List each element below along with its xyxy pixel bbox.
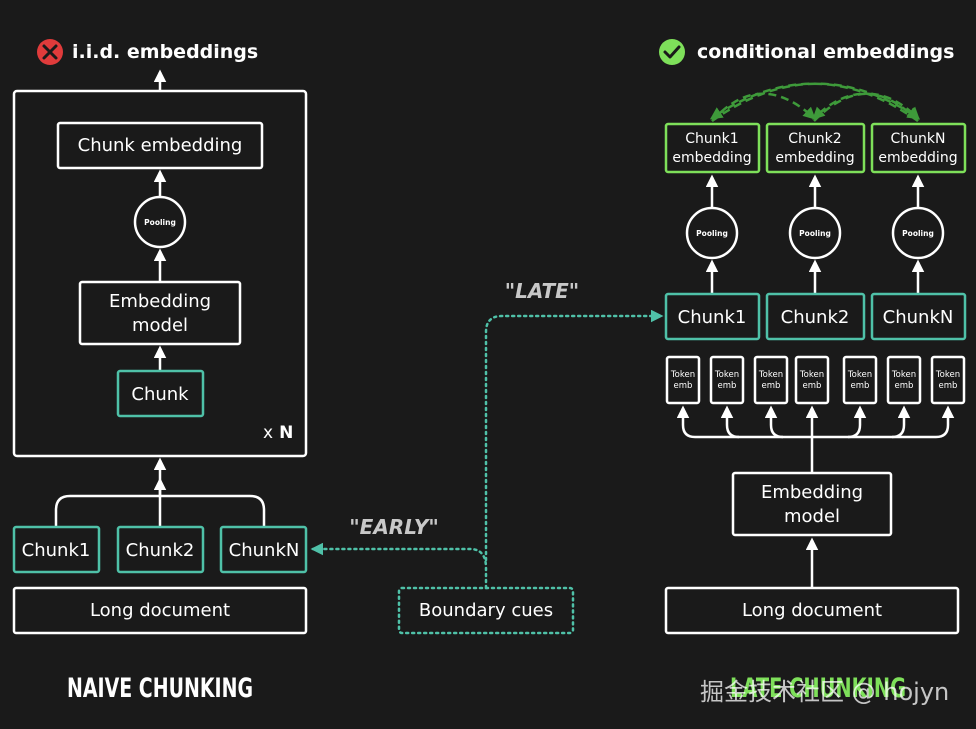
token-emb-label: Token [758,370,783,380]
token-emb-label: emb [939,381,958,391]
late-label: "LATE" [505,279,579,303]
boundary-cues-label: Boundary cues [419,600,553,621]
early-label: "EARLY" [349,515,439,539]
right-chunk-n: ChunkN [870,292,967,341]
watermark: 掘金技术社区 @ hojyn [700,678,949,706]
embedding-model-box: Embedding model [78,280,242,346]
left-caption: NAIVE CHUNKING [67,673,253,704]
conditional-arcs [709,82,921,123]
x-circle-icon [37,39,63,65]
token-emb-label: Token [714,370,739,380]
chunk-label: Chunk [131,384,189,405]
left-header-text: i.i.d. embeddings [72,41,258,63]
token-branch-arrow [891,405,911,439]
right-chunk-n-label: ChunkN [883,307,954,328]
right-chunk-embedding-1-line2: embedding [672,150,751,166]
chunk-embedding-box: Chunk embedding [56,121,264,170]
token-branch-arrow [676,405,696,439]
right-chunk-embedding-2: Chunk2 embedding [765,122,866,174]
right-pooling-n: Pooling [891,206,945,260]
right-chunk-embedding-1-line1: Chunk1 [685,131,738,147]
right-pooling-2-label: Pooling [799,229,831,238]
right-chunk-embedding-n-line2: embedding [878,150,957,166]
right-pooling-1-label: Pooling [696,229,728,238]
left-header: i.i.d. embeddings [37,39,258,65]
token-emb-label: Token [891,370,916,380]
embedding-model-line1: Embedding [109,291,211,312]
chunk-embedding-label: Chunk embedding [78,135,243,156]
token-emb-label: emb [762,381,781,391]
token-branch-arrow [847,405,867,439]
right-pooling-1: Pooling [685,206,739,260]
right-chunk-2-label: Chunk2 [781,307,850,328]
check-circle-icon [659,39,685,65]
left-chunk-n: ChunkN [219,525,308,574]
right-embedding-model-line2: model [784,506,840,527]
right-pooling-arrows [705,174,925,208]
pooling-label: Pooling [144,218,176,227]
token-emb-label: emb [803,381,822,391]
embedding-model-line2: model [132,315,188,336]
left-chunk-2-label: Chunk2 [126,540,195,561]
token-branch-arrow [720,405,740,439]
token-emb-label: Token [799,370,824,380]
token-emb-label: emb [895,381,914,391]
left-chunk-n-label: ChunkN [229,540,300,561]
token-emb-label: Token [935,370,960,380]
token-branch-arrow [764,405,784,439]
right-long-document: Long document [664,586,960,635]
pooling-node: Pooling [133,195,187,249]
token-branch-arrow [935,405,955,439]
right-chunk-2: Chunk2 [765,292,866,341]
right-pooling-2: Pooling [788,206,842,260]
token-emb-label: Token [847,370,872,380]
right-embedding-model-box: Embedding model [731,471,893,537]
token-emb-label: emb [851,381,870,391]
right-caption: LATE CHUNKING [730,673,906,704]
repeat-container [12,89,308,458]
right-chunk-1-label: Chunk1 [678,307,747,328]
right-chunk-arrows [705,259,925,294]
right-chunk-embedding-1: Chunk1 embedding [664,122,761,174]
right-long-document-label: Long document [742,600,882,621]
left-chunk-1-label: Chunk1 [22,540,91,561]
token-emb-label: Token [670,370,695,380]
left-long-document-label: Long document [90,600,230,621]
left-branch-connector [54,470,266,527]
right-embedding-model-line1: Embedding [761,482,863,503]
right-chunk-embedding-n-line1: ChunkN [891,131,946,147]
right-chunk-embedding-2-line1: Chunk2 [788,131,841,147]
token-branch-connector [676,405,955,473]
early-arrow [310,542,488,590]
right-chunk-1: Chunk1 [664,292,761,341]
token-branch-trunk [695,435,936,473]
right-header: conditional embeddings [659,39,954,65]
right-chunk-embedding-n: ChunkN embedding [870,122,967,174]
token-embeddings-row: TokenembTokenembTokenembTokenembTokenemb… [665,355,966,405]
left-long-document: Long document [12,586,308,635]
token-emb-label: emb [674,381,693,391]
right-header-text: conditional embeddings [697,41,954,63]
right-pooling-n-label: Pooling [902,229,934,238]
left-chunk-2: Chunk2 [116,525,205,574]
left-chunk-1: Chunk1 [12,525,101,574]
boundary-cues-box: Boundary cues [397,586,575,635]
right-chunk-embedding-2-line2: embedding [775,150,854,166]
chunk-box: Chunk [116,369,205,418]
late-arrow [484,309,664,562]
token-emb-label: emb [718,381,737,391]
